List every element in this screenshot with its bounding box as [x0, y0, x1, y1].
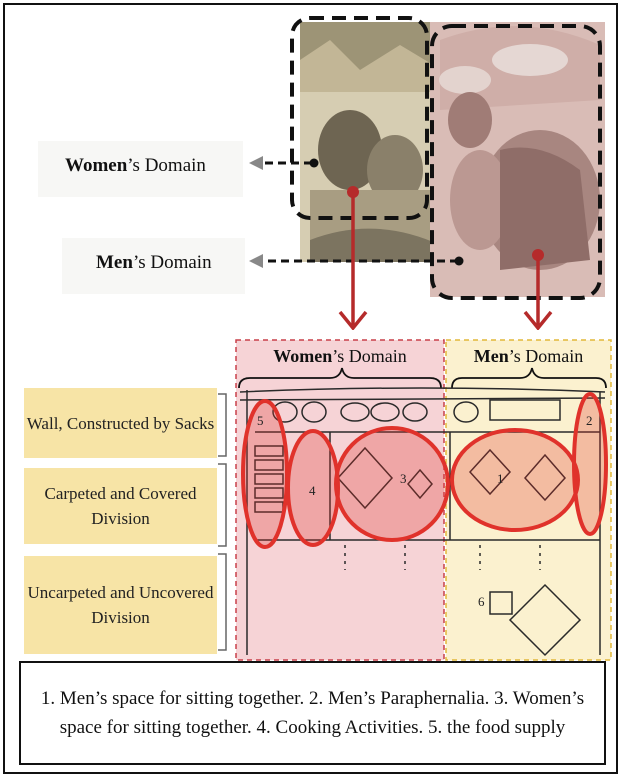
caption-text: 1. Men’s space for sitting together. 2. … — [37, 684, 588, 742]
carpeted-division-label: Carpeted and Covered Division — [24, 468, 217, 544]
men-pointer-arrowhead — [249, 254, 263, 268]
zone-number-4: 4 — [309, 483, 316, 498]
zone-number-2: 2 — [586, 413, 593, 428]
zone-3-highlight — [336, 428, 448, 540]
men-domain-title: Men’s Domain — [446, 346, 611, 367]
zone-5-highlight — [243, 401, 287, 547]
zone-number-1: 1 — [497, 471, 504, 486]
women-pointer-dot — [310, 159, 319, 168]
women-domain-title: Women’s Domain — [236, 346, 444, 367]
wall-label: Wall, Constructed by Sacks — [24, 388, 217, 458]
women-domain-label: Women’s Domain — [65, 155, 206, 177]
women-pointer-arrowhead — [249, 156, 263, 170]
zone-number-5: 5 — [257, 413, 264, 428]
men-pointer-dot — [455, 257, 464, 266]
uncarpeted-division-label: Uncarpeted and Uncovered Division — [24, 556, 217, 654]
zone-number-6: 6 — [478, 594, 485, 609]
men-domain-label: Men’s Domain — [96, 252, 212, 274]
zone-number-3: 3 — [400, 471, 407, 486]
zone-1-highlight — [452, 430, 578, 530]
caption-legend: 1. Men’s space for sitting together. 2. … — [19, 661, 606, 765]
men-photo — [430, 22, 605, 297]
